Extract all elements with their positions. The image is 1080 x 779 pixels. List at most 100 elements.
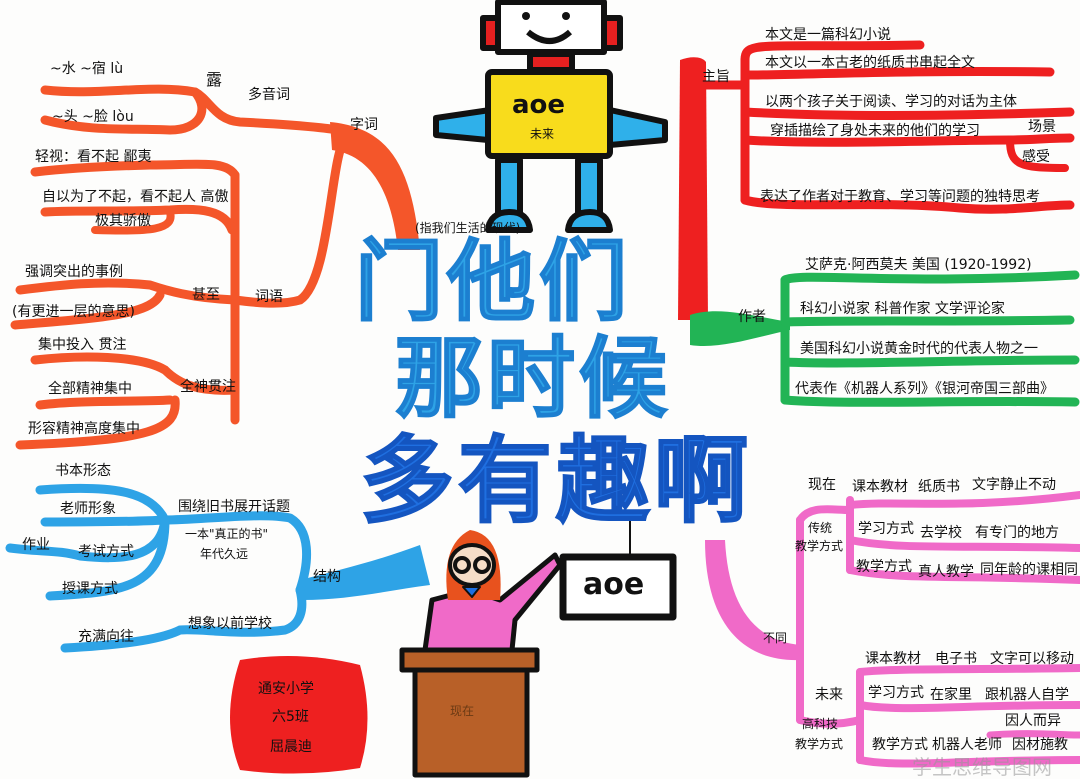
structure-imagine: 想象以前学校 — [188, 616, 272, 632]
signature-school: 通安小学 — [258, 681, 314, 697]
branch-structure-trunk — [300, 545, 430, 600]
branch-theme-trunk — [678, 57, 708, 320]
future-extra: 因人而异 — [1005, 713, 1061, 729]
robot-body — [485, 69, 613, 159]
author-item: 美国科幻小说黄金时代的代表人物之一 — [800, 341, 1038, 357]
teacher-face — [448, 543, 496, 587]
now-row-3-col-2: 真人教学 — [918, 564, 974, 580]
structure-item: 考试方式 — [78, 544, 134, 560]
structure-item: 作业 — [22, 537, 50, 553]
robot-illustration — [433, 0, 668, 233]
future-sub: 高科技 — [802, 717, 839, 731]
branch-words — [10, 84, 352, 450]
structure-label: 结构 — [313, 569, 341, 585]
branch-author-trunk — [690, 311, 790, 347]
teacher-illustration — [399, 520, 677, 778]
watermark: 学生思维导图网 — [912, 755, 1052, 779]
term-item: 全神贯注 — [180, 379, 236, 395]
structure-topic: 围绕旧书展开话题 — [178, 499, 290, 515]
theme-item: 本文以一本古老的纸质书串起全文 — [765, 55, 975, 71]
polyphonic-item: ~头 ~脸 lòu — [52, 109, 134, 125]
podium-label: 现在 — [450, 704, 475, 718]
title-line-3: 多有趣啊 — [359, 427, 753, 536]
structure-item: 授课方式 — [62, 581, 118, 597]
term-item: 形容精神高度集中 — [28, 421, 140, 437]
term-item: 全部精神集中 — [48, 381, 132, 397]
future-row-2-col-1: 学习方式 — [868, 685, 924, 701]
signature-class: 六5班 — [272, 709, 309, 725]
author-item: 科幻小说家 科普作家 文学评论家 — [800, 301, 1005, 317]
now-row-1-col-1: 课本教材 — [852, 479, 908, 495]
now-row-3-col-1: 教学方式 — [856, 559, 912, 575]
term-item: 自以为了不起，看不起人 高傲 — [42, 189, 229, 205]
structure-book-note: 年代久远 — [200, 547, 249, 561]
title-line-2: 那时候 — [394, 327, 672, 430]
now-row-2-col-3: 有专门的地方 — [975, 525, 1059, 541]
future-row-1-col-2: 电子书 — [935, 651, 977, 667]
branch-author — [780, 270, 1080, 407]
signature-badge — [230, 656, 368, 774]
branch-words-trunk — [330, 122, 420, 250]
theme-item: 感受 — [1022, 149, 1050, 165]
future-row-2-col-2: 在家里 — [930, 687, 972, 703]
robot-arm-right — [607, 107, 668, 148]
author-label: 作者 — [738, 309, 766, 325]
robot-leg-right — [575, 157, 603, 218]
future-row-3-col-1: 教学方式 — [872, 737, 928, 753]
author-item: 代表作《机器人系列》《银河帝国三部曲》 — [795, 381, 1054, 397]
structure-book-note: 一本"真正的书" — [185, 527, 269, 541]
structure-imagine-item: 充满向往 — [78, 629, 134, 645]
now-row-3-col-3: 同年龄的课相同 — [980, 562, 1078, 578]
title-line-1: 门他们 — [354, 230, 632, 333]
polyphonic-char: 露 — [206, 70, 223, 89]
branch-difference — [796, 491, 1080, 768]
term-item: 集中投入 贯注 — [38, 337, 127, 353]
branch-theme — [695, 40, 1075, 214]
future-row-2-col-3: 跟机器人自学 — [985, 687, 1069, 703]
term-item: 轻视：看不起 鄙夷 — [35, 149, 152, 165]
future-label: 未来 — [815, 687, 843, 703]
term-item: 强调突出的事例 — [25, 264, 123, 280]
robot-leg-left — [495, 157, 523, 218]
polyphonic-label: 多音词 — [248, 87, 290, 103]
theme-item: 穿插描绘了身处未来的他们的学习 — [770, 123, 980, 139]
future-row-1-col-3: 文字可以移动 — [990, 651, 1074, 667]
theme-label: 主旨 — [702, 69, 730, 85]
branch-structure — [5, 483, 312, 653]
difference-label: 不同 — [763, 631, 788, 645]
podium-top — [399, 647, 540, 673]
robot-head — [495, 0, 607, 55]
teacher-board — [559, 553, 677, 621]
theme-item: 以两个孩子关于阅读、学习的对话为主体 — [765, 94, 1017, 110]
now-row-2-col-1: 学习方式 — [858, 521, 914, 537]
theme-item: 表达了作者对于教育、学习等问题的独特思考 — [760, 189, 1040, 205]
now-row-2-col-2: 去学校 — [920, 525, 962, 541]
polyphonic-item: ~水 ~宿 lù — [50, 61, 124, 77]
future-row-3-col-3: 因材施教 — [1012, 737, 1068, 753]
now-row-1-col-2: 纸质书 — [918, 479, 960, 495]
future-sub: 教学方式 — [795, 737, 844, 751]
structure-item: 书本形态 — [55, 463, 111, 479]
podium — [412, 667, 530, 778]
term-item: 甚至 — [192, 287, 220, 303]
words-label: 字词 — [350, 117, 378, 133]
teacher-board-text: aoe — [583, 567, 645, 602]
theme-item: 场景 — [1028, 119, 1056, 135]
now-row-1-col-3: 文字静止不动 — [972, 477, 1056, 493]
robot-board-text: aoe — [512, 90, 566, 120]
teacher-body — [422, 552, 563, 653]
theme-item: 本文是一篇科幻小说 — [765, 27, 891, 43]
branch-difference-trunk — [705, 540, 800, 661]
title-annotation: (指我们生活的现代) — [415, 221, 521, 235]
signature-name: 屈晨迪 — [270, 739, 312, 755]
now-sub: 教学方式 — [795, 539, 844, 553]
future-row-1-col-1: 课本教材 — [865, 651, 921, 667]
future-row-3-col-2: 机器人老师 — [932, 737, 1002, 753]
now-label: 现在 — [808, 477, 836, 493]
term-item: (有更进一层的意思) — [12, 304, 135, 320]
author-item: 艾萨克·阿西莫夫 美国 (1920-1992) — [805, 257, 1032, 273]
term-item: 极其骄傲 — [95, 213, 151, 229]
now-sub: 传统 — [808, 521, 833, 535]
structure-item: 老师形象 — [60, 501, 116, 517]
